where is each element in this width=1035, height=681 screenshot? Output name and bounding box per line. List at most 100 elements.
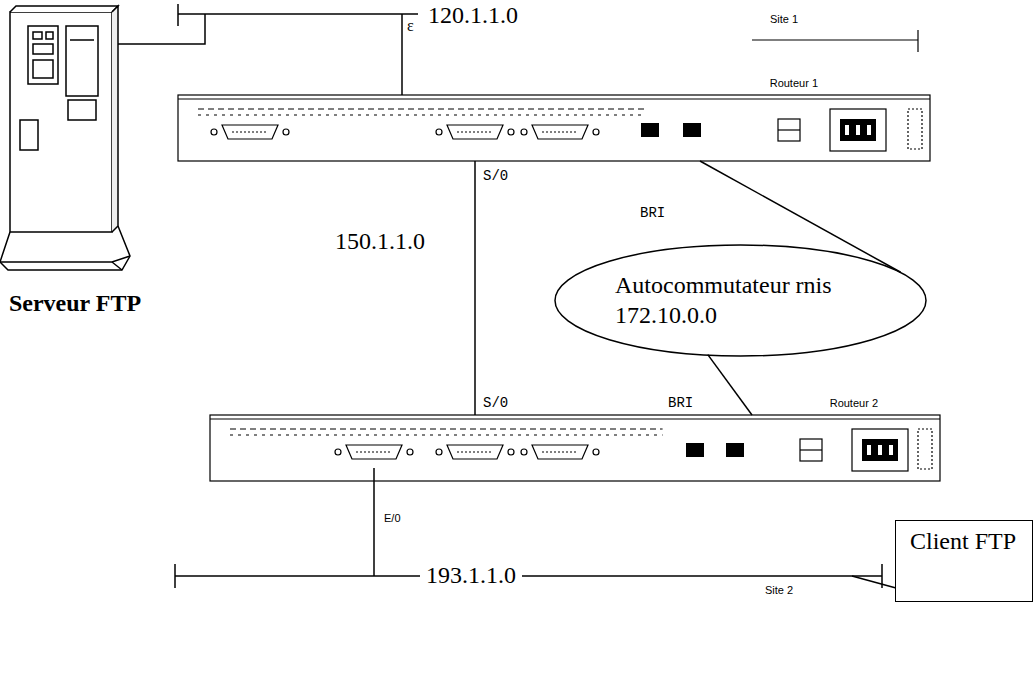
router-chassis bbox=[210, 415, 940, 481]
router-part bbox=[178, 98, 930, 99]
router-part bbox=[532, 125, 588, 139]
ethernet-segment bbox=[177, 4, 179, 26]
router-part bbox=[198, 108, 644, 109]
ethernet-segment bbox=[401, 14, 403, 95]
site-name: Site 1 bbox=[770, 13, 798, 25]
server-node: Serveur FTP bbox=[0, 5, 150, 360]
power-socket bbox=[878, 445, 882, 455]
router-part bbox=[178, 95, 930, 161]
server-tower bbox=[10, 6, 118, 12]
router-box: Routeur 1 bbox=[178, 95, 930, 161]
router-part bbox=[210, 418, 940, 419]
server-tower bbox=[33, 60, 53, 78]
power-socket bbox=[862, 439, 898, 461]
server-tower bbox=[68, 100, 96, 120]
isdn-switch-ellipse: Autocommutateur rnis 172.10.0.0 bbox=[553, 243, 928, 358]
power-socket bbox=[867, 125, 871, 135]
network-address: 120.1.1.0 bbox=[428, 2, 518, 28]
ethernet-segment bbox=[178, 13, 418, 15]
server-tower bbox=[33, 32, 42, 39]
router-port bbox=[683, 123, 701, 137]
server-tower bbox=[112, 262, 122, 270]
router-port bbox=[641, 123, 659, 137]
router-part bbox=[447, 445, 503, 459]
server-tower bbox=[0, 6, 130, 270]
interface-name: BRI bbox=[640, 206, 665, 221]
ethernet-segment bbox=[852, 576, 896, 588]
router-part bbox=[230, 428, 663, 429]
power-socket bbox=[845, 125, 849, 135]
ellipse-outline bbox=[555, 245, 926, 356]
router-part bbox=[542, 451, 578, 452]
router-part bbox=[593, 129, 599, 135]
interface-name: S/0 bbox=[483, 169, 508, 184]
router-part bbox=[232, 131, 268, 132]
node-label: Client FTP bbox=[910, 527, 1022, 556]
site-bracket bbox=[752, 30, 918, 52]
router-part bbox=[346, 445, 402, 459]
node-label: Routeur 1 bbox=[768, 77, 820, 89]
ethernet-segment bbox=[175, 575, 882, 577]
router-part bbox=[198, 114, 644, 115]
router-part bbox=[210, 415, 940, 481]
router-part bbox=[436, 449, 442, 455]
network-address: 150.1.1.0 bbox=[335, 228, 425, 254]
router-part bbox=[436, 129, 442, 135]
router-part bbox=[778, 129, 800, 130]
router-part bbox=[542, 131, 578, 132]
router-part bbox=[508, 449, 514, 455]
router-part bbox=[521, 449, 527, 455]
router-part bbox=[593, 449, 599, 455]
power-socket bbox=[856, 125, 860, 135]
server-tower bbox=[46, 32, 53, 39]
router-chassis bbox=[178, 95, 930, 161]
interface-name: BRI bbox=[668, 396, 693, 411]
server-tower bbox=[10, 12, 112, 232]
ethernet-segment bbox=[175, 468, 896, 588]
link-wire bbox=[700, 161, 901, 272]
router-part bbox=[457, 451, 493, 452]
router-part bbox=[521, 129, 527, 135]
router-part bbox=[800, 449, 822, 450]
power-socket bbox=[867, 445, 871, 455]
site-bracket bbox=[752, 39, 918, 40]
network-address: 193.1.1.0 bbox=[420, 562, 522, 588]
router-part bbox=[852, 429, 908, 471]
server-tower bbox=[33, 44, 53, 54]
router-part bbox=[211, 129, 217, 135]
router-part bbox=[335, 449, 341, 455]
router-box: Routeur 2 bbox=[210, 415, 940, 481]
router-part bbox=[230, 434, 663, 435]
router-part bbox=[800, 439, 822, 461]
server-tower bbox=[20, 120, 38, 150]
server-tower bbox=[28, 26, 58, 84]
ellipse-outline bbox=[553, 243, 928, 358]
power-socket bbox=[889, 445, 893, 455]
site-name: Site 2 bbox=[765, 584, 793, 596]
node-label: Serveur FTP bbox=[0, 290, 150, 318]
site-bracket bbox=[917, 30, 918, 52]
interface-name: E/0 bbox=[384, 512, 401, 524]
server-tower bbox=[0, 226, 130, 270]
router-part bbox=[356, 451, 392, 452]
router-port bbox=[726, 443, 744, 457]
router-part bbox=[918, 429, 932, 469]
router-part bbox=[447, 125, 503, 139]
node-label: Autocommutateur rnis 172.10.0.0 bbox=[615, 270, 865, 330]
router-part bbox=[830, 109, 886, 151]
router-part bbox=[532, 445, 588, 459]
link-wire bbox=[474, 161, 476, 415]
ethernet-segment bbox=[118, 4, 418, 95]
server-tower bbox=[112, 6, 118, 232]
router-part bbox=[407, 449, 413, 455]
ethernet-segment bbox=[118, 14, 205, 44]
router-part bbox=[457, 131, 493, 132]
ethernet-segment bbox=[174, 564, 176, 588]
link-wire bbox=[708, 355, 752, 415]
interface-name: S/0 bbox=[483, 396, 508, 411]
client-box: Client FTP bbox=[895, 520, 1033, 602]
router-part bbox=[283, 129, 289, 135]
router-part bbox=[778, 119, 800, 141]
router-part bbox=[222, 125, 278, 139]
